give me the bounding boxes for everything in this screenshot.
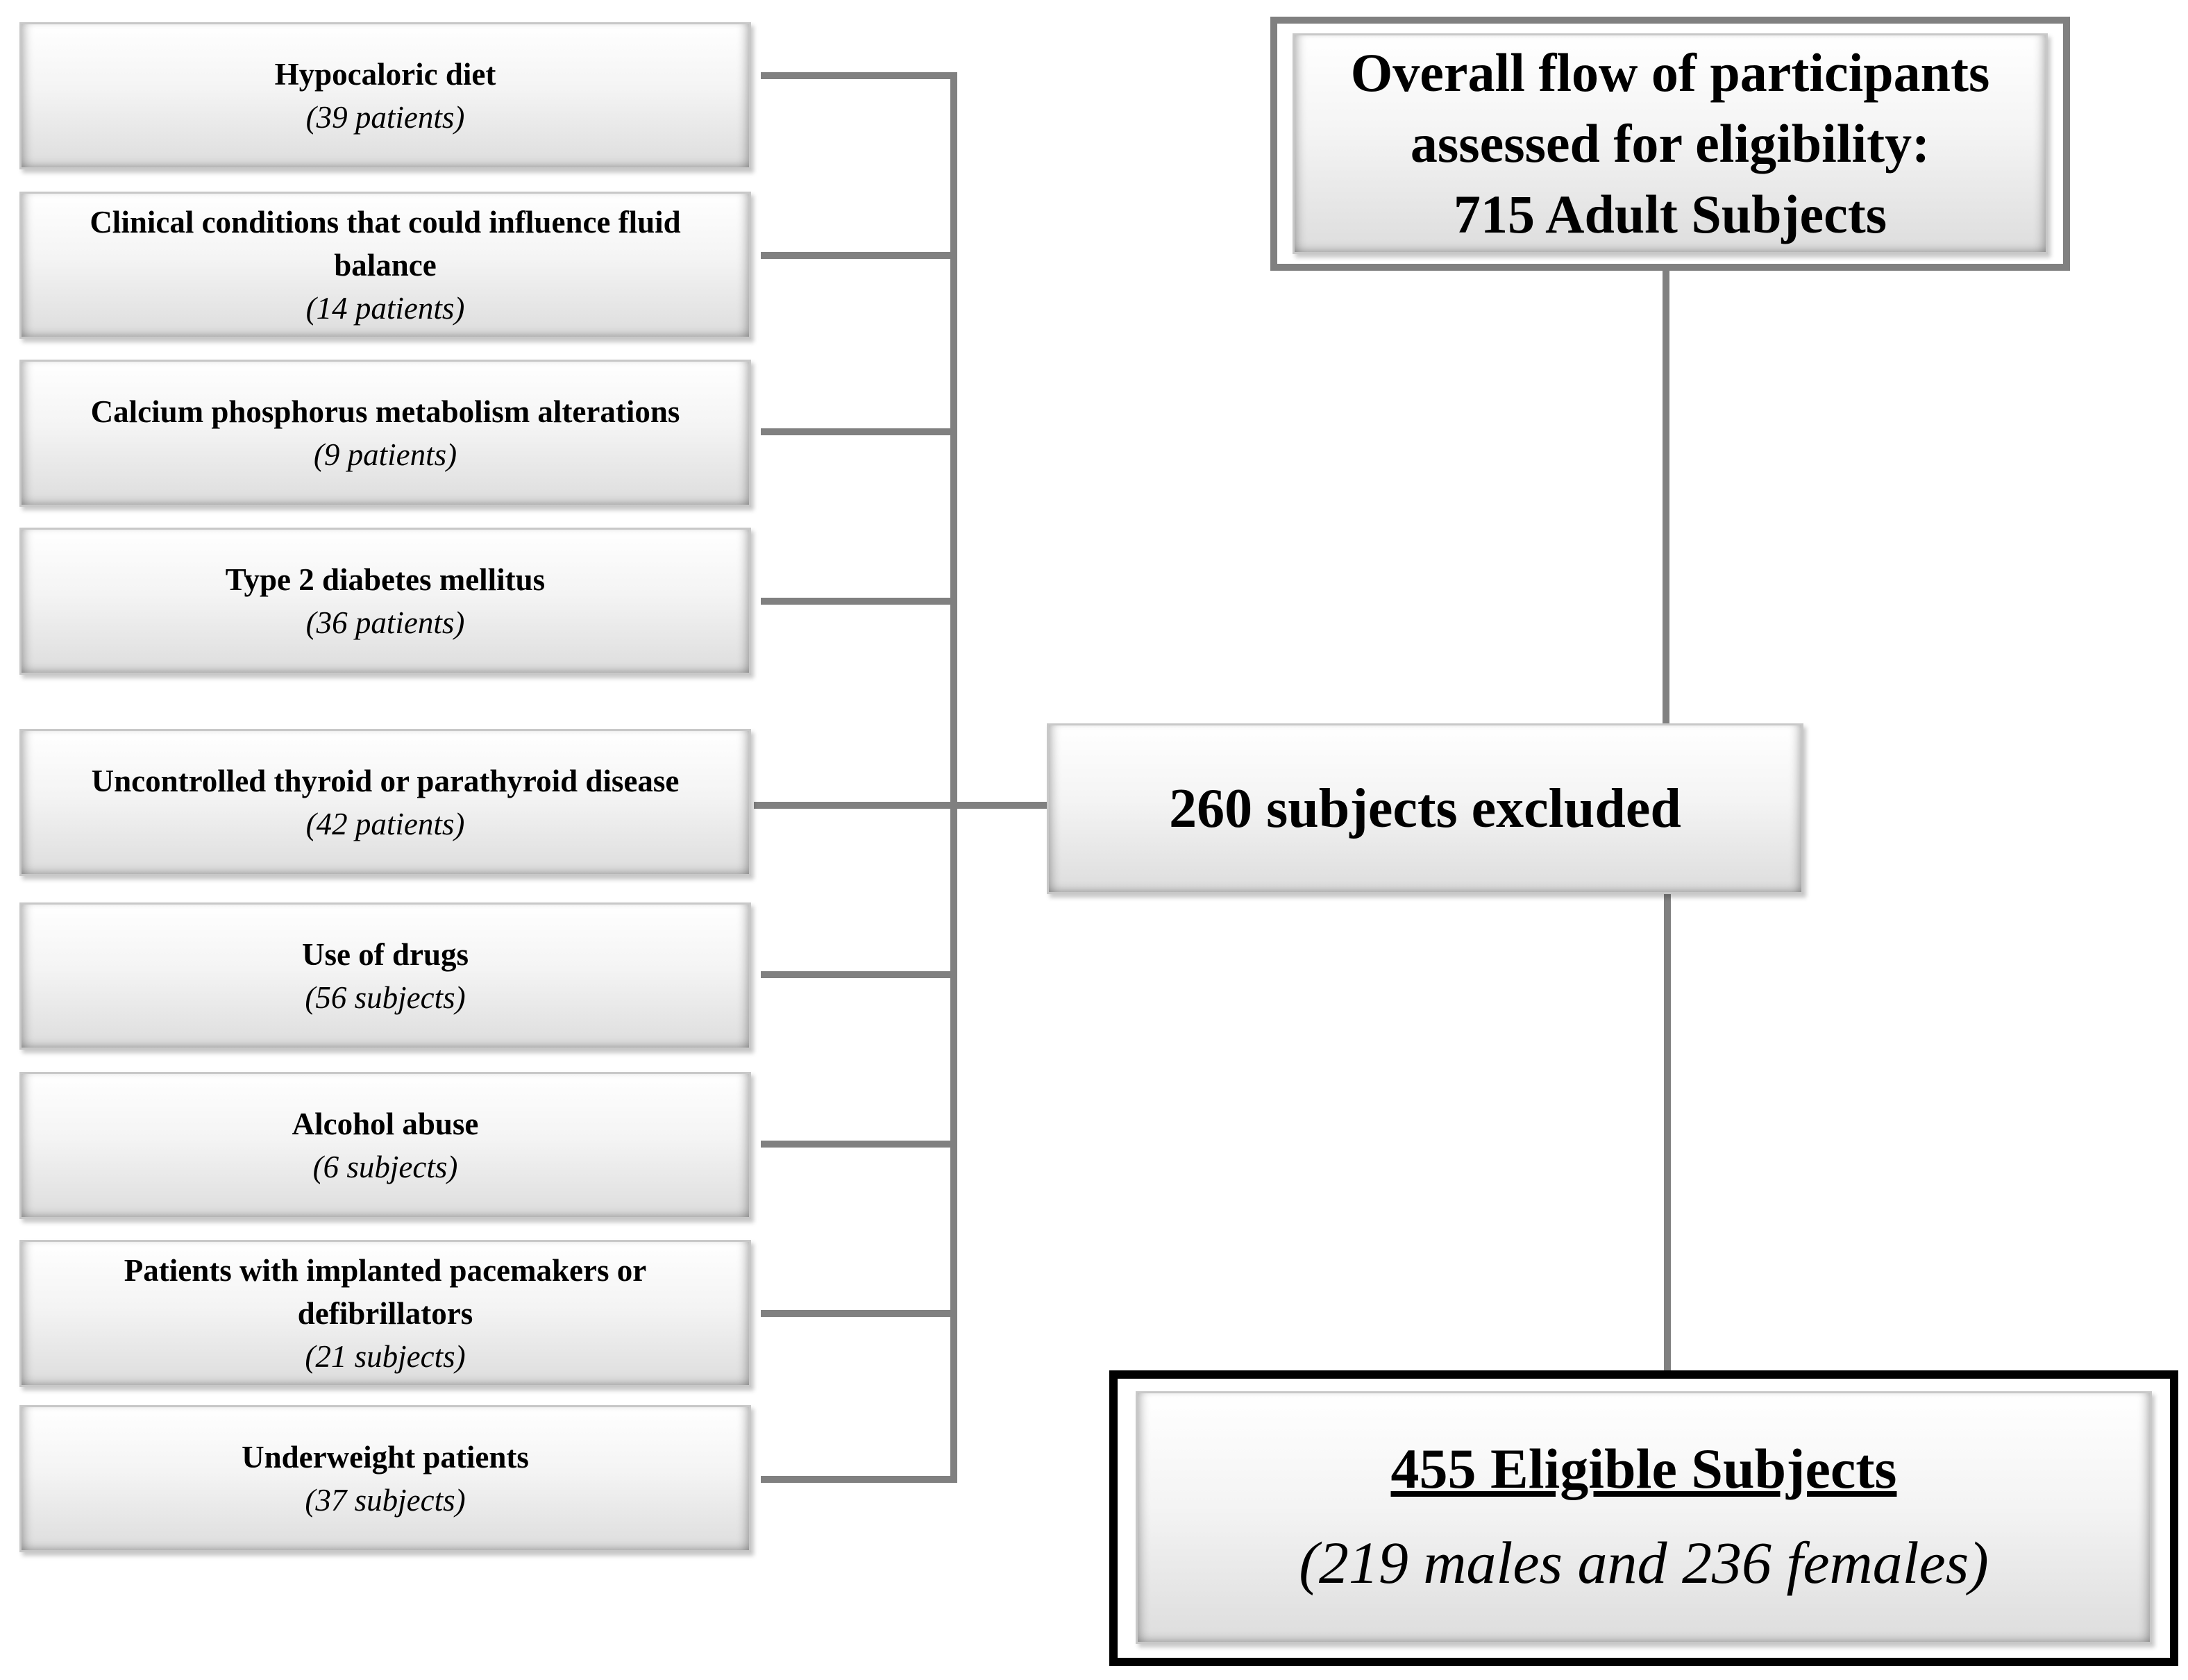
eligible-subtitle: (219 males and 236 females) bbox=[1299, 1529, 1989, 1596]
enrollment-frame: Overall flow of participants assessed fo… bbox=[1270, 17, 2070, 271]
exclusion-label: Patients with implanted pacemakers or de… bbox=[124, 1253, 647, 1331]
exclusion-count: (56 subjects) bbox=[305, 980, 466, 1015]
exclusion-box: Type 2 diabetes mellitus (36 patients) bbox=[19, 528, 751, 675]
exclusion-box: Clinical conditions that could influence… bbox=[19, 192, 751, 339]
exclusion-count: (42 patients) bbox=[305, 807, 465, 841]
exclusion-count: (14 patients) bbox=[305, 291, 465, 326]
exclusion-box: Alcohol abuse (6 subjects) bbox=[19, 1072, 751, 1219]
enrollment-box: Overall flow of participants assessed fo… bbox=[1293, 33, 2048, 254]
eligible-frame: 455 Eligible Subjects (219 males and 236… bbox=[1109, 1370, 2178, 1666]
excluded-box: 260 subjects excluded bbox=[1047, 723, 1803, 894]
eligible-title: 455 Eligible Subjects bbox=[1390, 1437, 1897, 1500]
exclusion-count: (36 patients) bbox=[305, 605, 465, 640]
exclusion-label: Hypocaloric diet bbox=[274, 57, 496, 92]
exclusion-count: (39 patients) bbox=[305, 100, 465, 135]
exclusion-box: Uncontrolled thyroid or parathyroid dise… bbox=[19, 729, 751, 876]
exclusion-label: Underweight patients bbox=[242, 1440, 529, 1475]
enrollment-line: Overall flow of participants bbox=[1350, 42, 1990, 103]
enrollment-line: assessed for eligibility: bbox=[1410, 113, 1930, 174]
enrollment-line: 715 Adult Subjects bbox=[1453, 184, 1887, 244]
exclusion-box: Hypocaloric diet (39 patients) bbox=[19, 22, 751, 169]
exclusion-count: (9 patients) bbox=[313, 437, 457, 472]
exclusion-label: Alcohol abuse bbox=[292, 1107, 479, 1141]
exclusion-label: Clinical conditions that could influence… bbox=[90, 205, 681, 283]
exclusion-box: Patients with implanted pacemakers or de… bbox=[19, 1240, 751, 1387]
eligible-box: 455 Eligible Subjects (219 males and 236… bbox=[1136, 1391, 2152, 1644]
exclusion-box: Calcium phosphorus metabolism alteration… bbox=[19, 360, 751, 507]
exclusion-box: Underweight patients (37 subjects) bbox=[19, 1405, 751, 1552]
exclusion-count: (21 subjects) bbox=[305, 1339, 466, 1374]
exclusion-label: Uncontrolled thyroid or parathyroid dise… bbox=[91, 764, 680, 798]
exclusion-box: Use of drugs (56 subjects) bbox=[19, 902, 751, 1050]
exclusion-label: Type 2 diabetes mellitus bbox=[225, 562, 546, 597]
exclusion-label: Use of drugs bbox=[301, 937, 469, 972]
exclusion-label: Calcium phosphorus metabolism alteration… bbox=[90, 394, 680, 429]
exclusion-count: (6 subjects) bbox=[312, 1150, 458, 1184]
exclusion-count: (37 subjects) bbox=[305, 1483, 466, 1518]
excluded-label: 260 subjects excluded bbox=[1169, 778, 1681, 839]
